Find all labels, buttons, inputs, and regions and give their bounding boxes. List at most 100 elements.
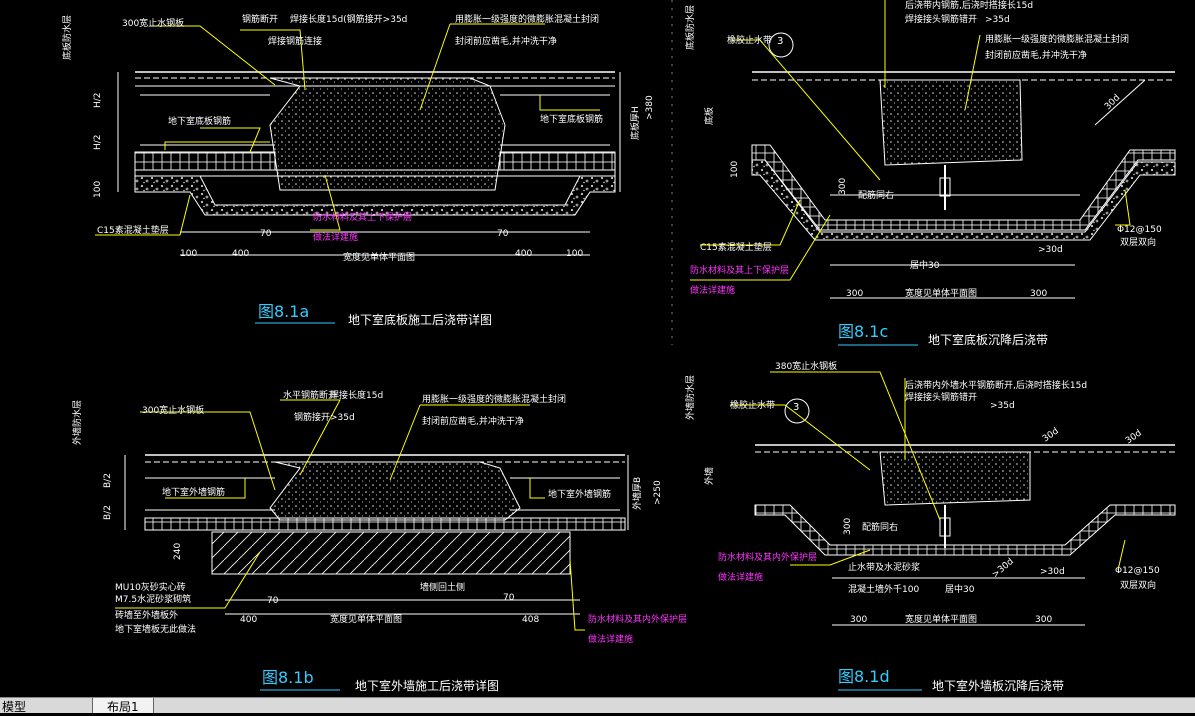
- c-caption: 地下室底板沉降后浇带: [928, 332, 1048, 347]
- tab-layout-1[interactable]: 布局1: [92, 698, 154, 714]
- a-slab-rebar-right: 地下室底板钢筋: [540, 113, 603, 125]
- c-center-note: 居中30: [910, 259, 940, 271]
- c-concrete-note-1: 用膨胀一级强度的微膨胀混凝土封闭: [985, 33, 1129, 45]
- a-dim-100-r: 100: [566, 249, 583, 259]
- d-dim-300-l: 300: [850, 615, 867, 625]
- d-rebar-side: 配筋同右: [862, 521, 898, 533]
- a-c15-cushion: C15素混凝土垫层: [97, 224, 169, 236]
- a-dim-h-bot: H/2: [93, 134, 103, 150]
- c-dim-30d-b: >30d: [1038, 245, 1063, 255]
- b-waterproof-magenta-1: 防水材料及其内外保护层: [588, 613, 687, 625]
- b-brick-note-3: 砖墙至外墙板外: [115, 609, 178, 621]
- b-soil-note: 墙侧回土侧: [420, 581, 465, 593]
- d-waterstop: 橡胶止水带: [730, 399, 775, 411]
- b-width-note: 宽度见单体平面图: [330, 613, 402, 625]
- d-figure-number: 图8.1d: [838, 667, 890, 686]
- c-dim-100: 100: [730, 161, 740, 178]
- b-wall-rebar-right: 地下室外墙钢筋: [548, 488, 611, 500]
- d-cover-note-1: 止水带及水泥砂浆: [848, 561, 920, 573]
- d-center-note: 居中30: [945, 583, 975, 595]
- c-dim-300-l: 300: [846, 289, 863, 299]
- a-waterstop-plate: 300宽止水钢板: [122, 17, 184, 29]
- b-rebar-tie: 钢筋接开>35d: [294, 411, 355, 423]
- b-dim-240: 240: [173, 543, 183, 560]
- cad-drawing-canvas[interactable]: 300宽止水钢板 钢筋断开 焊接长度15d(钢筋接开>35d 焊接钢筋连接 用膨…: [0, 0, 1195, 697]
- d-width-note: 宽度见单体平面图: [905, 613, 977, 625]
- a-width-note: 宽度见单体平面图: [343, 251, 415, 263]
- c-rebar-weld: 后浇带内钢筋,后浇时搭接长15d: [905, 0, 1033, 11]
- a-waterproof-left: 底板防水层: [61, 15, 73, 60]
- detail-8-1c: 橡胶止水带 3 后浇带内钢筋,后浇时搭接长15d 焊接接头钢筋错开 >35d 用…: [684, 0, 1176, 347]
- d-dim-300-r: 300: [1035, 615, 1052, 625]
- a-dim-380: >380: [645, 95, 655, 120]
- b-dim-408: 408: [522, 615, 539, 625]
- b-rebar-cut: 水平钢筋断开: [283, 389, 337, 401]
- c-rebar-tie: 焊接接头钢筋错开: [905, 13, 977, 25]
- c-c15-cushion: C15素混凝土垫层: [700, 241, 772, 253]
- d-cover-note-2: 混凝土墙外千100: [848, 583, 919, 595]
- layout-tab-bar: 模型 布局1: [0, 697, 1195, 714]
- detail-8-1b: 300宽止水钢板 水平钢筋断开 焊接长度15d 钢筋接开>35d 用膨胀一级强度…: [71, 389, 687, 693]
- c-figure-number: 图8.1c: [838, 322, 888, 341]
- detail-8-1d: 380宽止水钢板 橡胶止水带 3 后浇带内外墙水平钢筋断开,后浇时搭接长15d …: [684, 360, 1176, 693]
- c-dim-300-v: 300: [838, 178, 848, 195]
- d-dim-30d-d: >30d: [1040, 567, 1065, 577]
- c-rebar-spec: Φ12@150: [1117, 225, 1162, 235]
- c-concrete-note-2: 封闭前应凿毛,并冲洗干净: [985, 49, 1087, 61]
- d-waterproof-magenta-1: 防水材料及其内外保护层: [718, 551, 817, 563]
- c-waterproof-magenta-2: 做法详建施: [690, 284, 735, 296]
- b-wall-rebar-left: 地下室外墙钢筋: [162, 486, 225, 498]
- d-dim-30d-b: 30d: [1124, 428, 1144, 446]
- d-waterstop-plate: 380宽止水钢板: [775, 360, 837, 372]
- b-waterstop-plate: 300宽止水钢板: [142, 404, 204, 416]
- b-waterproof-left: 外墙防水层: [71, 400, 83, 445]
- a-dim-70-r: 70: [497, 229, 509, 239]
- a-dim-h-top: H/2: [93, 92, 103, 108]
- d-marker: 3: [793, 402, 799, 413]
- c-dim-300-r: 300: [1030, 289, 1047, 299]
- c-rebar-side: 配筋同右: [858, 189, 894, 201]
- c-waterstop: 橡胶止水带: [727, 34, 772, 46]
- d-dim-300-v: 300: [843, 518, 853, 535]
- d-caption: 地下室外墙板沉降后浇带: [932, 678, 1064, 693]
- a-dim-100: 100: [93, 181, 103, 198]
- c-width-note: 宽度见单体平面图: [905, 287, 977, 299]
- d-waterproof-magenta-2: 做法详建施: [718, 571, 763, 583]
- d-rebar-tie: 焊接接头钢筋错开: [905, 391, 977, 403]
- a-dim-100-l: 100: [180, 249, 197, 259]
- c-dim-35d: >35d: [985, 15, 1010, 25]
- b-rebar-weld: 焊接长度15d: [330, 389, 383, 401]
- a-rebar-weld: 焊接长度15d(钢筋接开>35d: [290, 13, 407, 25]
- c-slab: 底板: [703, 107, 715, 125]
- a-caption: 地下室底板施工后浇带详图: [348, 312, 492, 327]
- b-dim-70-r: 70: [503, 593, 515, 603]
- a-concrete-note-1: 用膨胀一级强度的微膨胀混凝土封闭: [455, 13, 599, 25]
- b-concrete-note-2: 封闭前应凿毛,并冲洗干净: [422, 415, 524, 427]
- c-marker: 3: [777, 36, 783, 47]
- a-dim-400-r: 400: [515, 249, 532, 259]
- c-waterproof-magenta-1: 防水材料及其上下保护层: [690, 264, 789, 276]
- b-brick-note-2: M7.5水泥砂浆砌筑: [115, 593, 191, 605]
- b-brick-note-1: MU10灰砂实心砖: [115, 581, 186, 593]
- c-waterproof-left: 底板防水层: [684, 5, 696, 50]
- b-dim-250: >250: [653, 480, 663, 505]
- b-thickness: 外墙厚B: [631, 477, 643, 510]
- d-rebar-weld: 后浇带内外墙水平钢筋断开,后浇时搭接长15d: [905, 379, 1087, 391]
- c-double-layer: 双层双向: [1120, 236, 1156, 248]
- a-slab-rebar-left: 地下室底板钢筋: [168, 115, 231, 127]
- a-figure-number: 图8.1a: [258, 302, 309, 321]
- b-waterproof-magenta-2: 做法详建施: [588, 633, 633, 645]
- detail-8-1a: 300宽止水钢板 钢筋断开 焊接长度15d(钢筋接开>35d 焊接钢筋连接 用膨…: [61, 13, 655, 327]
- a-waterproof-magenta-1: 防水材料及其上下保护层: [313, 211, 412, 223]
- b-caption: 地下室外墙施工后浇带详图: [355, 678, 499, 693]
- a-dim-70-l: 70: [260, 229, 272, 239]
- b-figure-number: 图8.1b: [262, 668, 314, 687]
- b-dim-b-top: B/2: [103, 473, 113, 488]
- tab-model[interactable]: 模型: [2, 700, 27, 714]
- a-concrete-note-2: 封闭前应凿毛,并冲洗干净: [455, 35, 557, 47]
- a-rebar-cut: 钢筋断开: [242, 13, 278, 25]
- d-rebar-spec: Φ12@150: [1115, 566, 1160, 576]
- d-double-layer: 双层双向: [1120, 579, 1156, 591]
- d-waterproof-left: 外墙防水层: [684, 375, 696, 420]
- b-dim-400: 400: [240, 615, 257, 625]
